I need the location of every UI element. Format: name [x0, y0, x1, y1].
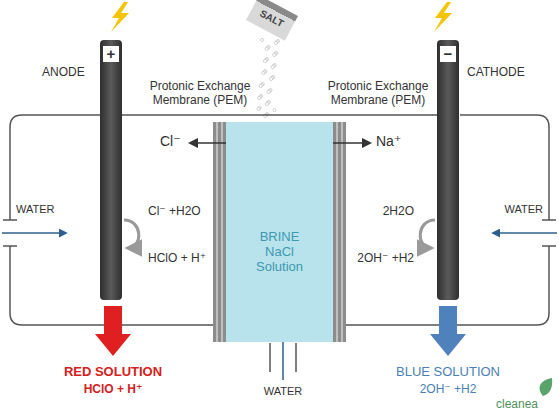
water-arrow [2, 232, 66, 234]
water-arrow [493, 232, 557, 234]
label: WATER [505, 203, 544, 216]
salt-shaker: SALT [246, 0, 298, 41]
label: Na⁺ [376, 133, 401, 149]
wire [122, 114, 437, 116]
node-label: SALT [250, 3, 294, 34]
reaction-arrow [420, 220, 435, 248]
label: Protonic Exchange Membrane (PEM) [316, 80, 440, 108]
cathode-electrode: CATHODE− [437, 40, 459, 300]
output-arrow [430, 306, 466, 356]
label: Cl⁻ +H2O [148, 205, 201, 219]
logo-text: cleanea [496, 398, 538, 412]
label: 2OH⁻ +H2 [420, 383, 477, 397]
reaction-arrow [124, 220, 139, 248]
label: WATER [264, 385, 303, 398]
label: RED SOLUTION [64, 365, 162, 380]
label: HClO + H⁺ [84, 383, 143, 397]
label: 2OH⁻ +H2 [357, 252, 414, 266]
node-label: BRINE NaCl Solution [245, 230, 315, 275]
node-label: ANODE [42, 66, 85, 80]
anode-electrode: ANODE+ [100, 40, 122, 300]
label: Protonic Exchange Membrane (PEM) [136, 80, 264, 108]
lightning-bolt [111, 2, 129, 32]
node-label: CATHODE [467, 66, 525, 80]
label: WATER [16, 203, 55, 216]
label: Cl⁻ [160, 133, 181, 149]
logo-leaf [540, 378, 553, 396]
brine-chamber: BRINE NaCl Solution [226, 122, 333, 342]
label: HClO + H⁺ [148, 252, 206, 266]
lightning-bolt [434, 2, 452, 32]
membrane [213, 122, 346, 342]
polarity-sign: − [440, 46, 456, 62]
polarity-sign: + [103, 46, 119, 62]
label: BLUE SOLUTION [396, 365, 500, 380]
label: 2H2O [383, 205, 414, 219]
output-arrow [95, 306, 131, 356]
